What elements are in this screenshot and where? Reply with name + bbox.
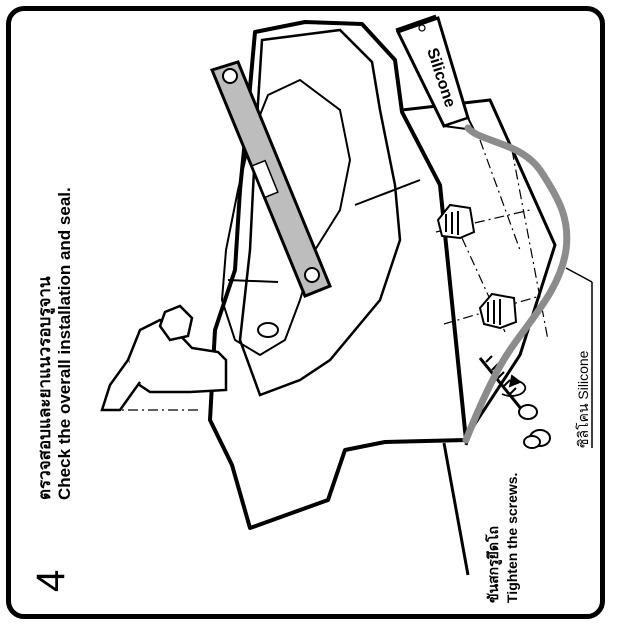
wall-bracket-upper	[436, 203, 476, 240]
drain-hole	[257, 322, 279, 338]
screw-cap	[523, 429, 551, 449]
step-title-thai: ตรวจสอบและยาแนวรอบรูจาน	[35, 276, 56, 500]
spirit-level	[209, 60, 332, 298]
basin-bowl	[220, 78, 352, 357]
silicone-callout-label: ซิลิโคน Silicone	[575, 350, 591, 448]
basin-front-edge	[354, 179, 421, 206]
tighten-screws-label-thai: ขันสกรูยึดโถ	[484, 526, 502, 603]
basin-rim	[238, 28, 402, 397]
faucet	[100, 304, 228, 412]
rotation-arrow-icon	[501, 374, 527, 397]
step-number: 4	[29, 570, 73, 592]
panel-border	[6, 6, 605, 619]
silicone-bead	[462, 124, 571, 444]
step-title-english: Check the overall installation and seal.	[55, 187, 74, 500]
screw	[478, 355, 538, 420]
silicone-leader-line	[565, 267, 593, 283]
wall-bracket-lower	[478, 292, 518, 330]
tighten-screws-label-english: Tighten the screws.	[504, 473, 520, 603]
